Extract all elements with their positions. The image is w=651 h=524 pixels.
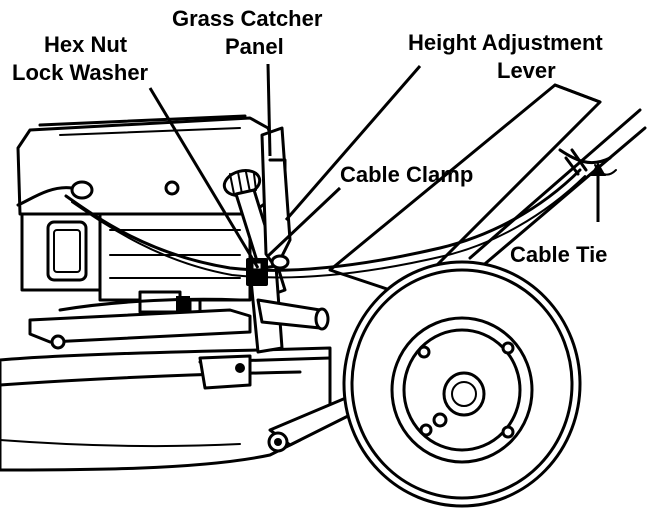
grass-catcher-panel — [260, 126, 292, 270]
cable-tie-label: Cable Tie — [510, 242, 607, 267]
mower-illustration — [0, 83, 647, 508]
throttle-cable — [64, 168, 586, 279]
callout-labels: Grass Catcher Panel Hex Nut Lock Washer … — [12, 6, 607, 267]
height-adjustment-label-line1: Height Adjustment — [408, 30, 603, 55]
handle — [328, 83, 647, 292]
hex-nut-label-line1: Hex Nut — [44, 32, 128, 57]
deck-plate — [28, 297, 252, 350]
cable-tie-detail — [564, 148, 588, 176]
cable-clamp-label: Cable Clamp — [340, 162, 473, 187]
leader-lines — [148, 63, 606, 269]
rear-wheel — [342, 260, 582, 508]
grass-catcher-label-line1: Grass Catcher — [172, 6, 323, 31]
grass-catcher-label-line2: Panel — [225, 34, 284, 59]
air-filter — [20, 212, 102, 292]
height-adjustment-label-line2: Lever — [497, 58, 556, 83]
mower-deck — [0, 346, 374, 472]
hex-nut-label-line2: Lock Washer — [12, 60, 149, 85]
cable-clamp-detail — [270, 254, 290, 270]
